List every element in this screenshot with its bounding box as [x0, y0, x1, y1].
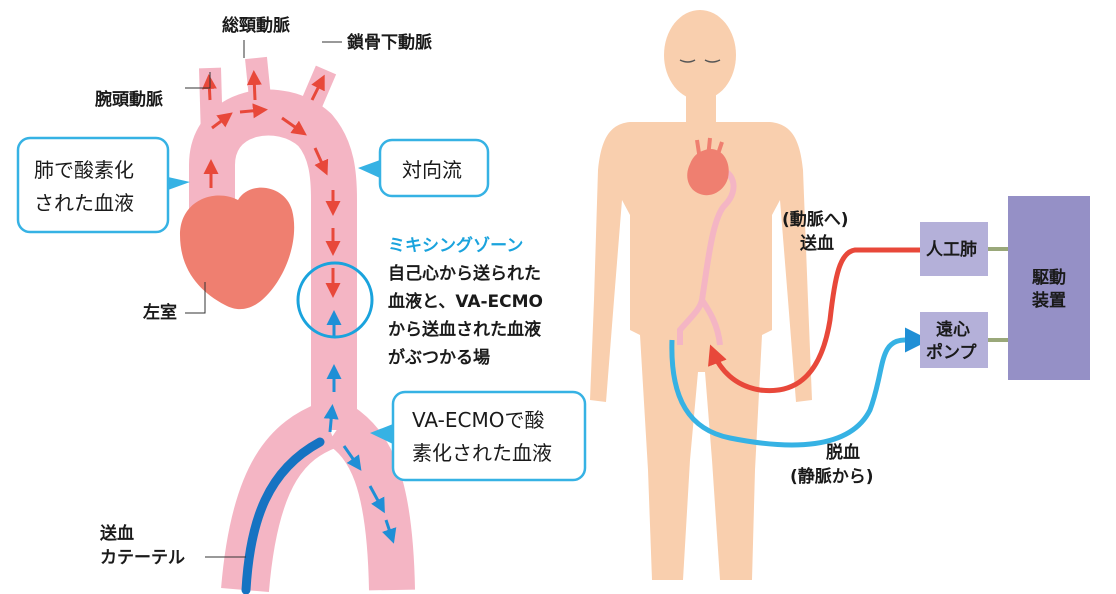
aorta-illustration [180, 56, 415, 594]
callout-ecmo-line1: VA-ECMOで酸 [412, 408, 544, 432]
oxygenator-device: 人工肺 [920, 222, 988, 276]
pump-label-1: 遠心 [936, 320, 970, 340]
mixing-zone-annotation: ミキシングゾーン 自己心から送られた 血液と、VA-ECMO から送血された血液… [388, 235, 543, 368]
label-left-ventricle: 左室 [143, 302, 177, 323]
callout-counterflow: 対向流 [358, 138, 490, 198]
label-subclavian: 鎖骨下動脈 [347, 32, 432, 53]
callout-counterflow-text: 対向流 [402, 158, 462, 182]
iliac-right [326, 405, 415, 591]
callout-lung-oxygenated: 肺で酸素化 された血液 [16, 136, 190, 234]
vessel-leader-lines [185, 40, 342, 558]
return-tube-red [708, 247, 920, 394]
drainage-label-1: 脱血 [826, 442, 860, 463]
return-flow-label-1: (動脈へ) [782, 209, 849, 230]
body-aorta [677, 137, 737, 346]
label-brachiocephalic: 腕頭動脈 [95, 89, 163, 110]
eyes [679, 59, 721, 63]
label-catheter-1: 送血 [100, 523, 134, 544]
mixing-zone-desc-4: がぶつかる場 [388, 347, 490, 368]
ecmo-flow-arrows [323, 310, 397, 544]
mixing-zone-desc-2: 血液と、VA-ECMO [388, 291, 543, 312]
mixing-zone-title: ミキシングゾーン [388, 235, 523, 256]
pump-device: 遠心 ポンプ [920, 312, 988, 368]
drive-unit: 駆動 装置 [1008, 196, 1090, 380]
native-flow-arrows [201, 70, 341, 298]
label-common-carotid: 総頸動脈 [222, 15, 290, 36]
return-flow-label-2: 送血 [800, 233, 834, 254]
human-body [590, 10, 812, 580]
drainage-tube-blue [669, 327, 930, 448]
mixing-zone-circle [296, 261, 374, 339]
drive-unit-label-2: 装置 [1031, 290, 1066, 311]
oxygenator-label: 人工肺 [926, 240, 977, 260]
return-catheter [241, 437, 325, 594]
mixing-zone-desc-3: から送血された血液 [388, 319, 541, 340]
callout-ecmo-oxygenated: VA-ECMOで酸 素化された血液 [370, 390, 587, 482]
callout-lung-line2: された血液 [34, 191, 134, 215]
body-heart [687, 149, 729, 196]
callout-lung-line1: 肺で酸素化 [34, 158, 134, 182]
callout-ecmo-line2: 素化された血液 [412, 441, 552, 465]
label-catheter-2: カテーテル [100, 548, 185, 568]
mixing-zone-desc-1: 自己心から送られた [388, 263, 541, 284]
left-ventricle-heart [180, 187, 295, 310]
drainage-label-2: (静脈から) [790, 466, 874, 487]
connectors [988, 247, 1008, 342]
pump-label-2: ポンプ [926, 342, 977, 363]
drive-unit-label-1: 駆動 [1032, 267, 1066, 288]
